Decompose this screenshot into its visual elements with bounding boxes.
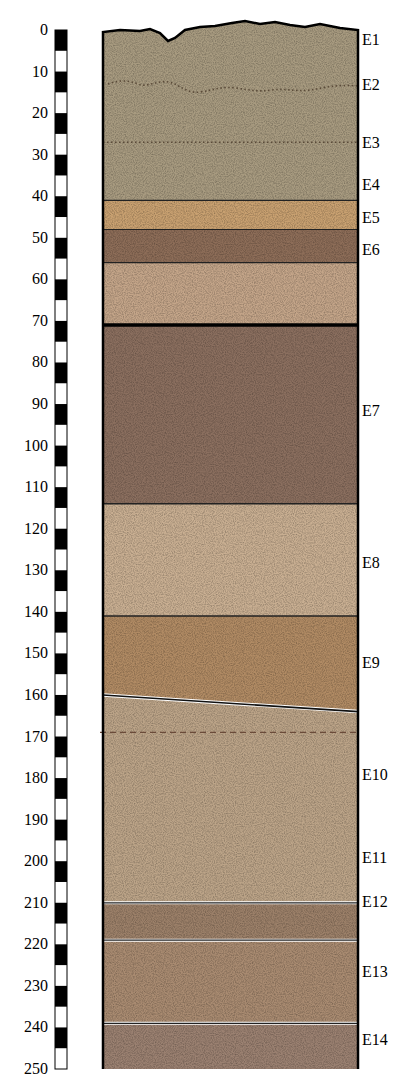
- scale-number: 70: [32, 311, 48, 331]
- scale-segment: [55, 737, 67, 758]
- scale-number: 90: [32, 394, 48, 414]
- scale-segment: [55, 695, 67, 716]
- layer-label: E11: [360, 848, 389, 868]
- scale-number: 30: [32, 145, 48, 165]
- layer-name: E3: [362, 133, 380, 153]
- scale-segment: [55, 653, 67, 674]
- layer-label: E14: [360, 1030, 390, 1050]
- scale-number: 240: [24, 1017, 48, 1037]
- scale-number: 20: [32, 103, 48, 123]
- scale-segment: [55, 487, 67, 508]
- scale-segment: [55, 903, 67, 924]
- scale-segment: [55, 279, 67, 300]
- scale-number: 60: [32, 269, 48, 289]
- scale-segment: [55, 1027, 67, 1048]
- layer-label: E5: [360, 208, 382, 228]
- scale-segment: [55, 72, 67, 93]
- layer-label: E2: [360, 75, 382, 95]
- scale-segment: [55, 529, 67, 550]
- scale-segment: [55, 404, 67, 425]
- scale-number: 180: [24, 768, 48, 788]
- scale-segment: [55, 113, 67, 134]
- scale-segment: [55, 612, 67, 633]
- layer-name: E12: [362, 892, 388, 912]
- scale-number: 250: [24, 1059, 48, 1076]
- layer-label: E1: [360, 30, 382, 50]
- layer-label: E8: [360, 553, 382, 573]
- layer-label: E12: [360, 892, 390, 912]
- layer-name: E5: [362, 208, 380, 228]
- scale-number: 110: [25, 477, 48, 497]
- scale-segment: [55, 570, 67, 591]
- scale-number: 160: [24, 685, 48, 705]
- scale-segment: [55, 446, 67, 467]
- scale-segment: [55, 155, 67, 176]
- scale-segment: [55, 30, 67, 51]
- scale-segment: [55, 944, 67, 965]
- scale-number: 230: [24, 976, 48, 996]
- layer-name: E6: [362, 240, 380, 260]
- scale-number: 220: [24, 934, 48, 954]
- scale-segment: [55, 196, 67, 217]
- layer-name: E2: [362, 75, 380, 95]
- scale-segment: [55, 778, 67, 799]
- scale-segment: [55, 321, 67, 342]
- scale-segment: [55, 986, 67, 1007]
- scale-number: 130: [24, 560, 48, 580]
- scale-number: 150: [24, 643, 48, 663]
- layer-fills: [103, 20, 358, 1070]
- scale-number: 140: [24, 602, 48, 622]
- scale-segment: [55, 362, 67, 383]
- scale-number: 50: [32, 228, 48, 248]
- layer-label: E7: [360, 401, 382, 421]
- scale-segment: [55, 238, 67, 259]
- scale-number: 170: [24, 727, 48, 747]
- scale-number: 190: [24, 810, 48, 830]
- layer-label: E9: [360, 653, 382, 673]
- scale-number: 0: [40, 20, 48, 40]
- layer-label: E13: [360, 962, 390, 982]
- layer-name: E11: [362, 848, 387, 868]
- scale-number: 210: [24, 893, 48, 913]
- layer-name: E4: [362, 175, 380, 195]
- layer-label: E4: [360, 175, 382, 195]
- layer-name: E10: [362, 765, 388, 785]
- scale-number: 80: [32, 352, 48, 372]
- scale-segment: [55, 820, 67, 841]
- column-outline: [103, 21, 358, 1069]
- layer-boundaries: [100, 81, 358, 1023]
- layer-name: E13: [362, 962, 388, 982]
- layer-label: E10: [360, 765, 390, 785]
- layer-name: E7: [362, 401, 380, 421]
- scale-number: 200: [24, 851, 48, 871]
- scale-number: 100: [24, 436, 48, 456]
- layer-name: E14: [362, 1030, 388, 1050]
- layer-label: E6: [360, 240, 382, 260]
- layer-label: E3: [360, 133, 382, 153]
- layer-name: E9: [362, 653, 380, 673]
- layer-name: E8: [362, 553, 380, 573]
- scale-number: 10: [32, 62, 48, 82]
- layer-name: E1: [362, 30, 380, 50]
- scale-segment: [55, 861, 67, 882]
- scale-number: 120: [24, 519, 48, 539]
- scale-number: 40: [32, 186, 48, 206]
- scale-bar: [55, 30, 67, 1069]
